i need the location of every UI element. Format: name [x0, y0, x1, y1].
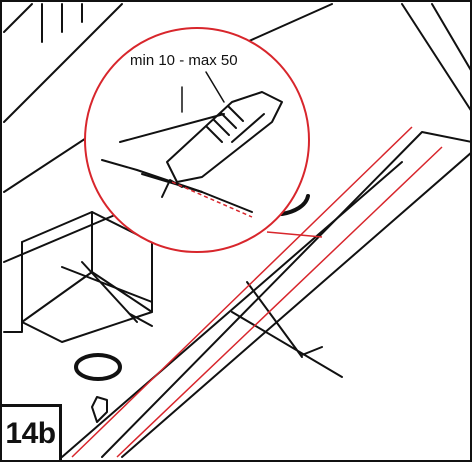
- separator: -: [179, 52, 185, 69]
- cut-line-top: [71, 126, 413, 458]
- dimension-left: [61, 261, 153, 327]
- hood-right-slope: [401, 3, 470, 111]
- max-label: max 50: [188, 52, 238, 69]
- hood-right-vertical: [431, 3, 470, 71]
- filter-opening-right: [280, 194, 310, 216]
- hood-bottom-face: [121, 152, 470, 458]
- measure-tick-right: [205, 71, 225, 103]
- hood-top-edge: [3, 3, 33, 33]
- cut-line-bottom: [116, 146, 443, 458]
- step-number-box: 14b: [2, 404, 62, 460]
- callout-detail: [84, 27, 323, 253]
- cutter-blade: [161, 179, 183, 198]
- hood-front-top: [101, 131, 470, 458]
- cut-guide-dashed: [171, 181, 253, 218]
- callout-measure-label: min 10 - max 50: [130, 52, 238, 69]
- hood-back-panel: [3, 3, 123, 123]
- hood-front-bottom: [61, 161, 403, 458]
- panel-edge-upper: [119, 113, 225, 143]
- filter-opening-left: [74, 353, 122, 381]
- callout-circle: [84, 27, 310, 253]
- panel-front: [141, 173, 203, 193]
- min-label: min 10: [130, 52, 176, 69]
- dimension-right: [231, 281, 343, 378]
- cutter-body: [166, 91, 283, 183]
- cutter-grip-lines: [206, 105, 244, 143]
- mount-bracket: [91, 396, 108, 423]
- callout-leader: [266, 231, 323, 238]
- cutter-slot: [231, 113, 265, 143]
- step-number: 14b: [5, 416, 56, 450]
